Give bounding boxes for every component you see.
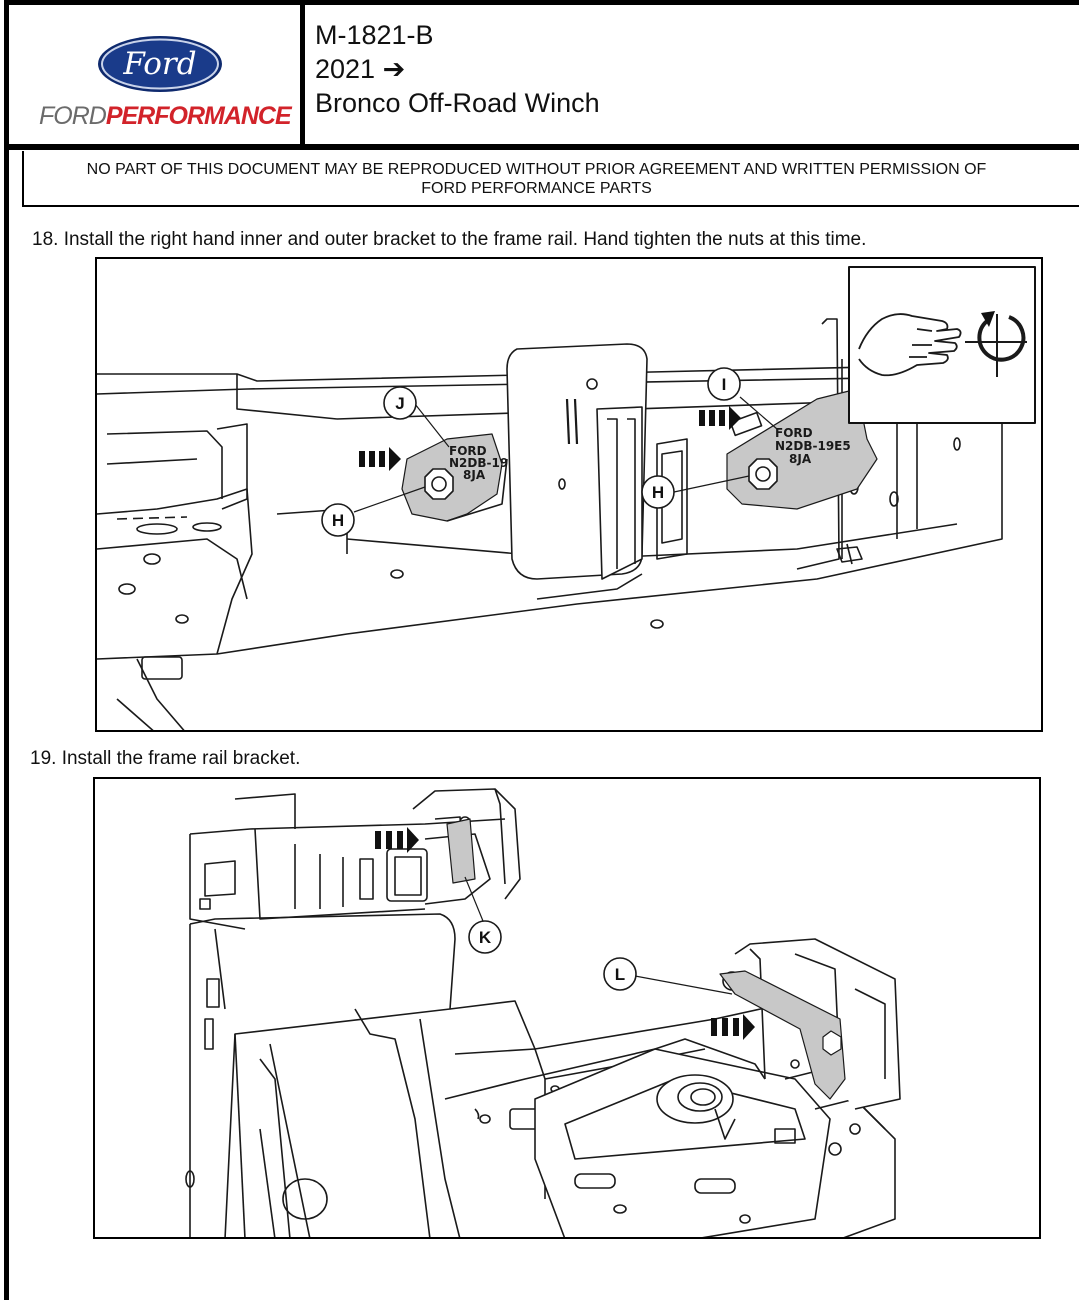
frame-rail-bracket-upper xyxy=(446,818,476,884)
step-19-drawing: K L xyxy=(185,788,901,1237)
direction-arrow-upper xyxy=(375,827,419,853)
svg-text:K: K xyxy=(479,928,492,947)
hand-tighten-inset xyxy=(848,266,1036,424)
model-year: 2021 ➔ xyxy=(315,54,406,84)
svg-text:J: J xyxy=(395,394,404,413)
left-bracket-stamp-line-1: FORD xyxy=(449,444,487,458)
right-bracket-stamp-line-3: 8JA xyxy=(789,452,812,466)
ford-wordmark: Ford xyxy=(122,46,196,82)
notice-line-2: FORD PERFORMANCE PARTS xyxy=(421,180,652,197)
callout-h-right: H xyxy=(641,475,675,509)
copyright-notice: NO PART OF THIS DOCUMENT MAY BE REPRODUC… xyxy=(22,151,1079,207)
frame-rail-bracket-lower xyxy=(719,970,846,1100)
ford-performance-wordmark: FORDPERFORMANCE xyxy=(39,102,292,131)
step-18-instruction: 18. Install the right hand inner and out… xyxy=(32,229,867,250)
svg-text:I: I xyxy=(722,375,727,394)
step-18-illustration: FORD N2DB-19 8JA FORD N2DB-19E5 8JA J xyxy=(95,257,1043,732)
left-bracket-stamp-line-2: N2DB-19 xyxy=(449,456,508,470)
page-frame xyxy=(4,0,1079,1300)
step-18-drawing: FORD N2DB-19 8JA FORD N2DB-19E5 8JA J xyxy=(97,266,1036,730)
notice-line-1: NO PART OF THIS DOCUMENT MAY BE REPRODUC… xyxy=(86,161,987,178)
step-19-illustration: K L xyxy=(93,777,1041,1239)
product-name: Bronco Off-Road Winch xyxy=(315,88,600,118)
callout-k: K xyxy=(468,920,502,954)
svg-text:H: H xyxy=(332,511,344,530)
direction-arrow-left xyxy=(359,447,401,471)
document-info: M-1821-B 2021 ➔ Bronco Off-Road Winch xyxy=(315,18,600,120)
svg-text:L: L xyxy=(615,965,625,984)
rotate-icon xyxy=(965,311,1027,377)
svg-text:H: H xyxy=(652,483,664,502)
ford-oval-logo: Ford xyxy=(98,36,222,92)
tagline-ford: FORD xyxy=(39,102,107,130)
left-bracket-stamp-line-3: 8JA xyxy=(463,468,486,482)
callout-j: J xyxy=(383,386,417,420)
direction-arrow-lower xyxy=(711,1014,755,1040)
step-19-instruction: 19. Install the frame rail bracket. xyxy=(30,748,301,769)
part-number: M-1821-B xyxy=(315,20,434,50)
right-bracket-stamp-line-2: N2DB-19E5 xyxy=(775,439,851,453)
callout-i: I xyxy=(707,367,741,401)
callout-l: L xyxy=(603,957,637,991)
right-bracket-stamp-line-1: FORD xyxy=(775,426,813,440)
callout-h-left: H xyxy=(321,503,355,537)
direction-arrow-right xyxy=(699,406,741,430)
tagline-performance: PERFORMANCE xyxy=(105,102,292,130)
document-header: Ford FORDPERFORMANCE M-1821-B 2021 ➔ Bro… xyxy=(4,0,1079,150)
hand-icon xyxy=(858,313,962,377)
brand-logo: Ford FORDPERFORMANCE xyxy=(9,5,305,144)
